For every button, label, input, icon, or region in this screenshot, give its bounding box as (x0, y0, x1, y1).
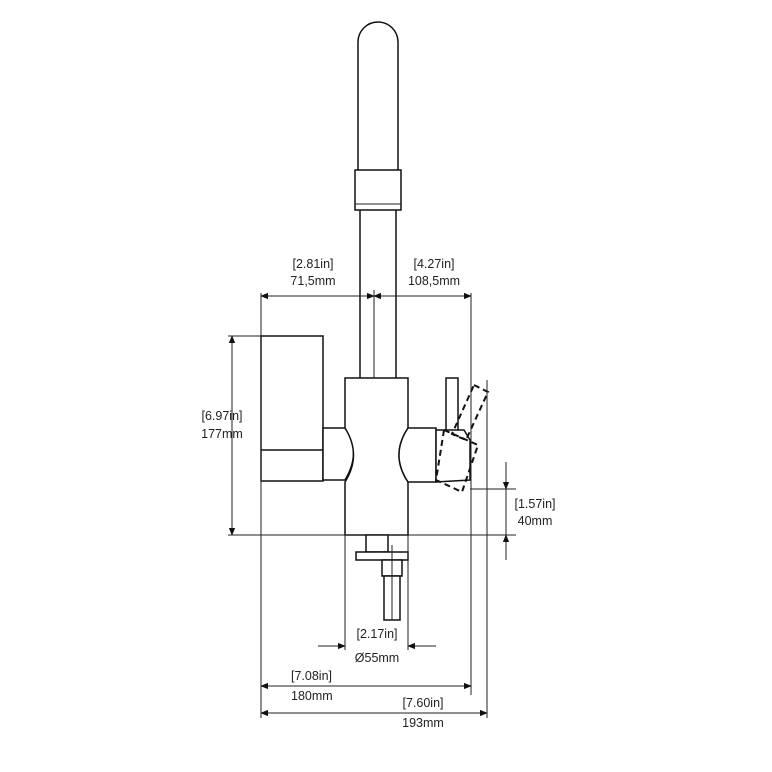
label-width-right-inch: [4.27in] (413, 257, 454, 271)
filter-housing (260, 335, 324, 482)
label-lever-height-inch: [1.57in] (514, 497, 555, 511)
label-diameter-inch: [2.17in] (356, 627, 397, 641)
mount-stem (365, 534, 389, 553)
spout-lower-tube (359, 210, 397, 378)
label-width-right-mm: 108,5mm (408, 274, 460, 288)
extension-lines (228, 290, 516, 718)
dimension-labels: [2.81in] 71,5mm [4.27in] 108,5mm [6.97in… (201, 257, 555, 730)
label-width-left-mm: 71,5mm (290, 274, 335, 288)
lever-alt-position (450, 383, 490, 442)
mount-washer (355, 551, 409, 561)
label-lever-height-mm: 40mm (518, 514, 553, 528)
label-diameter-mm: Ø55mm (355, 651, 399, 665)
label-width-left-inch: [2.81in] (292, 257, 333, 271)
spout-ring (354, 169, 402, 211)
lever-connector (398, 427, 437, 483)
lever-handle (445, 377, 459, 439)
label-total-width-mm: 180mm (291, 689, 333, 703)
label-height-inch: [6.97in] (201, 409, 242, 423)
dimension-lines (228, 292, 510, 717)
label-height-mm: 177mm (201, 427, 243, 441)
label-overall-width-mm: 193mm (402, 716, 444, 730)
label-total-width-inch: [7.08in] (291, 669, 332, 683)
spout-tube (357, 21, 399, 170)
label-overall-width-inch: [7.60in] (402, 696, 443, 710)
faucet-outline (260, 21, 490, 621)
